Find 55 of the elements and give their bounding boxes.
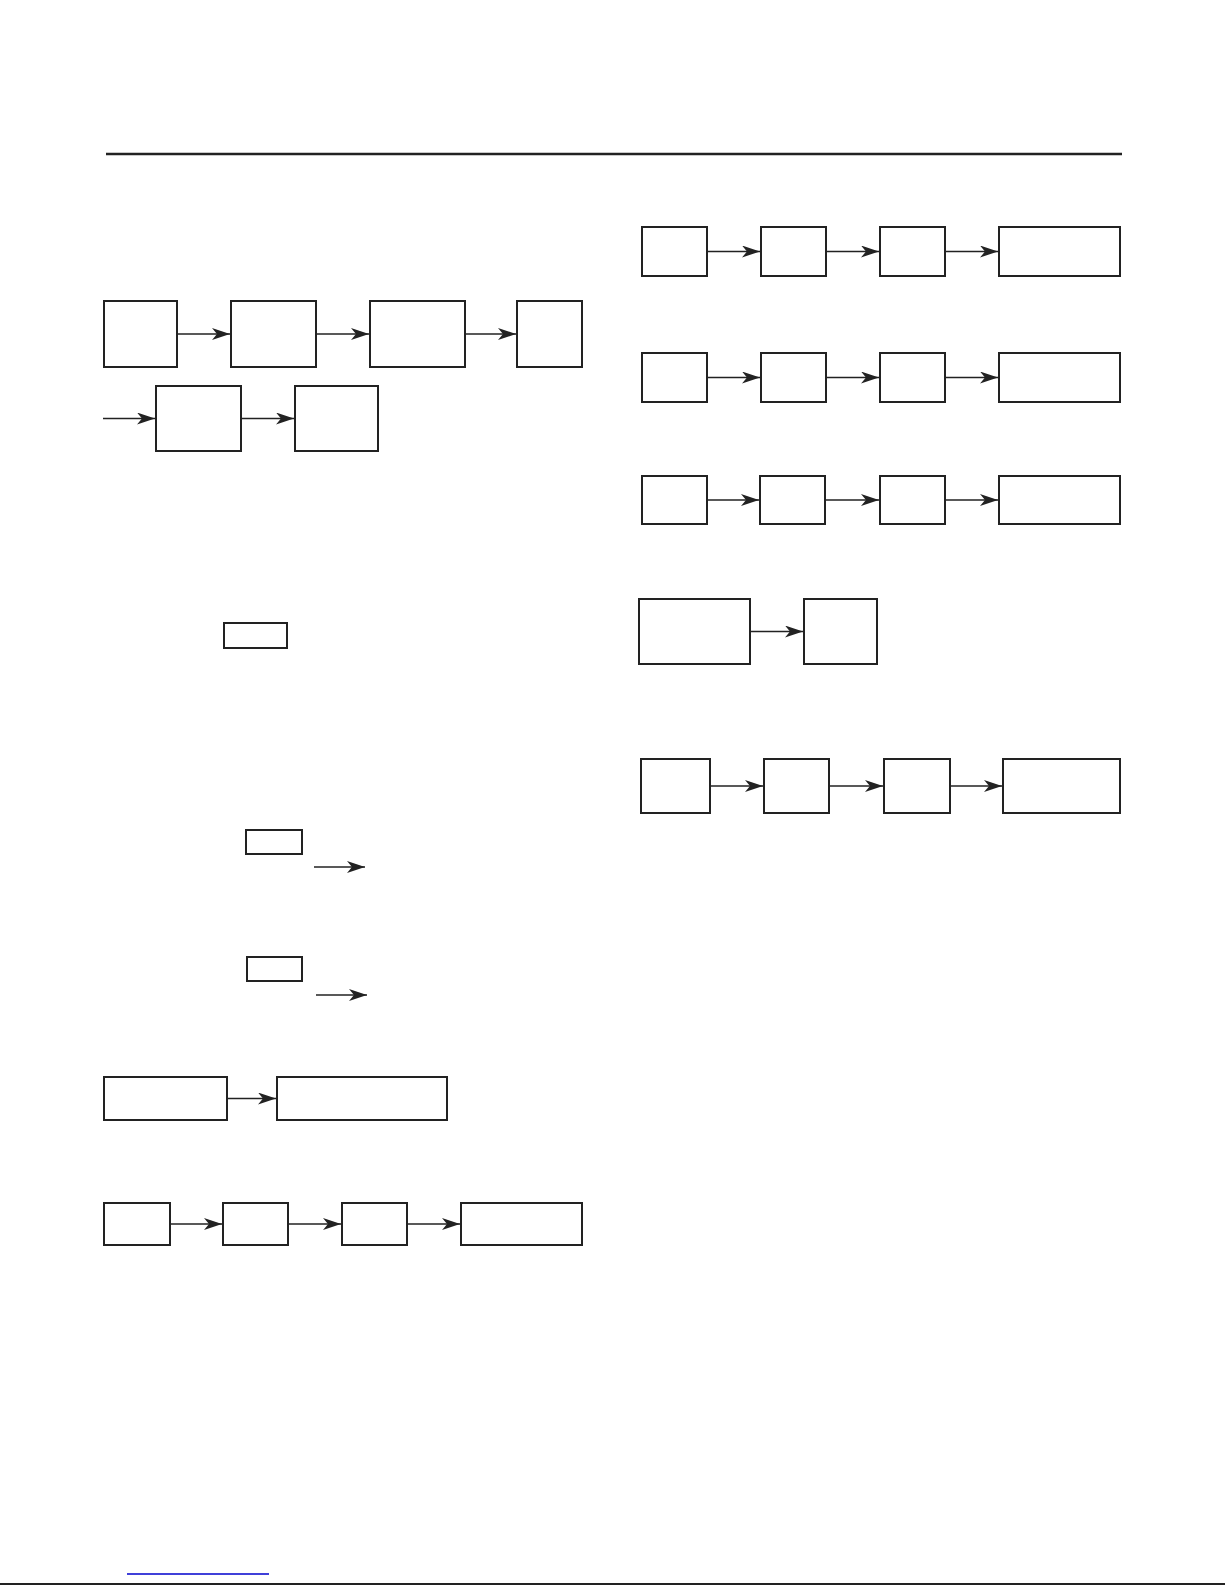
process-box (103, 1202, 171, 1246)
arrow (170, 1218, 223, 1230)
arrow (826, 245, 880, 258)
process-box (245, 829, 303, 855)
arrow (102, 412, 156, 425)
process-box (879, 352, 946, 403)
process-box (760, 352, 827, 403)
process-box (460, 1202, 583, 1246)
arrow (750, 625, 804, 638)
process-box (246, 956, 303, 982)
process-box (803, 598, 878, 665)
arrow (825, 494, 880, 506)
process-box (998, 475, 1121, 525)
process-box (341, 1202, 408, 1246)
process-box (998, 226, 1121, 277)
arrow (241, 412, 295, 425)
process-box (883, 758, 951, 814)
process-box (759, 475, 826, 525)
process-box (998, 352, 1121, 403)
process-box (763, 758, 830, 814)
process-box (369, 300, 466, 368)
arrow (707, 371, 761, 384)
arrow (288, 1218, 342, 1230)
arrow (950, 780, 1003, 792)
process-box (640, 758, 711, 814)
arrow (707, 245, 761, 258)
process-box (223, 622, 288, 649)
arrow (710, 780, 764, 792)
arrow (945, 371, 999, 384)
process-box (516, 300, 583, 368)
arrow (177, 328, 231, 340)
process-box (641, 352, 708, 403)
arrow (316, 328, 370, 340)
process-box (230, 300, 317, 368)
process-box (879, 475, 946, 525)
arrow (945, 245, 999, 258)
arrow (707, 494, 760, 506)
arrow (465, 328, 517, 340)
arrow (829, 780, 884, 792)
process-box (641, 475, 708, 525)
arrow (407, 1218, 461, 1230)
process-box (638, 598, 751, 665)
process-box (1002, 758, 1121, 814)
arrow (227, 1092, 277, 1105)
arrow (945, 494, 999, 506)
process-box (879, 226, 946, 277)
process-box (641, 226, 708, 277)
process-box (103, 1076, 228, 1121)
process-box (294, 385, 379, 452)
process-box (222, 1202, 289, 1246)
arrow (826, 371, 880, 384)
process-box (760, 226, 827, 277)
process-box (103, 300, 178, 368)
process-box (276, 1076, 448, 1121)
process-box (155, 385, 242, 452)
